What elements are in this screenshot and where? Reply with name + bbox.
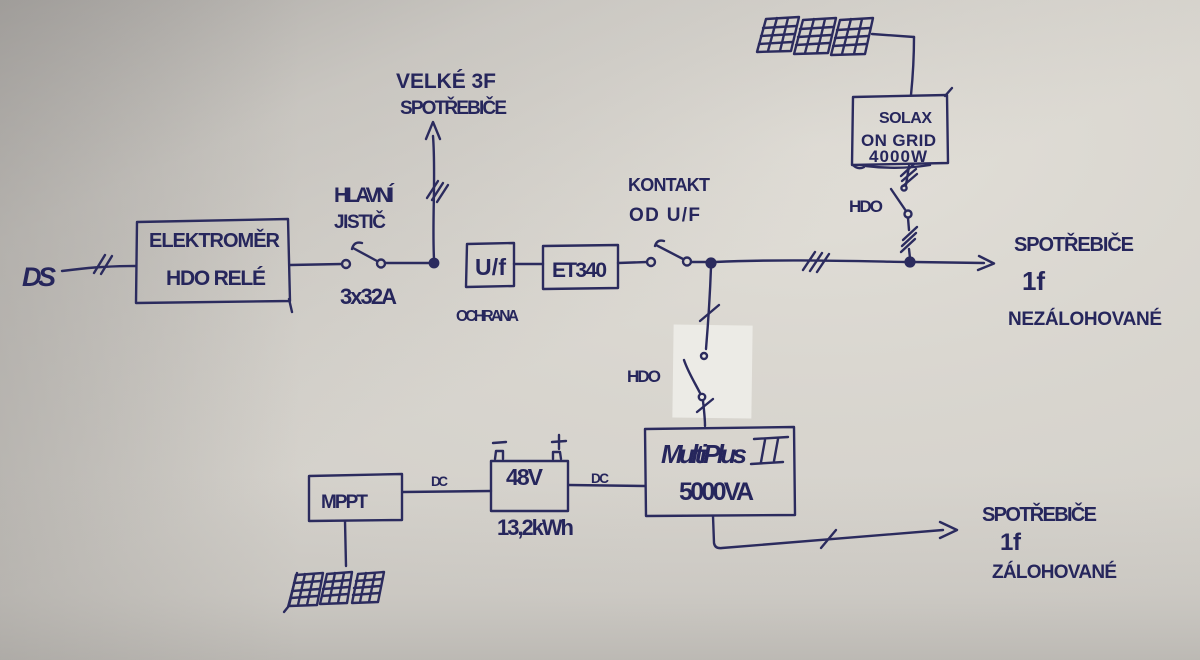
svg-text:DC: DC [431, 474, 448, 489]
svg-text:VELKÉ 3F: VELKÉ 3F [396, 70, 496, 93]
svg-text:HDO: HDO [627, 367, 661, 386]
svg-text:MultiPlus: MultiPlus [661, 439, 747, 469]
svg-text:DC: DC [591, 471, 609, 486]
svg-text:SPOTŘEBIČE: SPOTŘEBIČE [400, 97, 507, 119]
svg-text:ON GRID: ON GRID [861, 131, 936, 150]
svg-text:1f: 1f [1022, 266, 1045, 296]
svg-text:OCHRANA: OCHRANA [456, 308, 519, 325]
svg-text:13,2kWh: 13,2kWh [497, 515, 574, 540]
svg-text:4000W: 4000W [869, 147, 928, 166]
svg-text:5000VA: 5000VA [679, 478, 754, 506]
svg-text:MPPT: MPPT [321, 492, 368, 513]
svg-text:ZÁLOHOVANÉ: ZÁLOHOVANÉ [992, 561, 1117, 583]
svg-text:SPOTŘEBIČE: SPOTŘEBIČE [982, 502, 1097, 526]
svg-text:1f: 1f [1000, 529, 1022, 556]
svg-text:DS: DS [22, 262, 56, 292]
svg-text:48V: 48V [506, 464, 544, 490]
svg-text:NEZÁLOHOVANÉ: NEZÁLOHOVANÉ [1008, 308, 1162, 330]
svg-text:3x32A: 3x32A [340, 284, 397, 309]
svg-text:JISTIČ: JISTIČ [334, 211, 386, 233]
svg-text:HLAVNÍ: HLAVNÍ [334, 184, 395, 207]
svg-text:SOLAX: SOLAX [879, 110, 932, 127]
svg-text:ET340: ET340 [552, 259, 607, 282]
svg-text:KONTAKT: KONTAKT [628, 175, 710, 195]
svg-text:HDO: HDO [849, 197, 883, 216]
svg-text:U/f: U/f [475, 254, 506, 280]
svg-text:HDO RELÉ: HDO RELÉ [166, 267, 266, 290]
svg-text:SPOTŘEBIČE: SPOTŘEBIČE [1014, 232, 1134, 256]
svg-text:ELEKTROMĚR: ELEKTROMĚR [149, 228, 281, 252]
svg-text:OD U/F: OD U/F [629, 205, 700, 226]
